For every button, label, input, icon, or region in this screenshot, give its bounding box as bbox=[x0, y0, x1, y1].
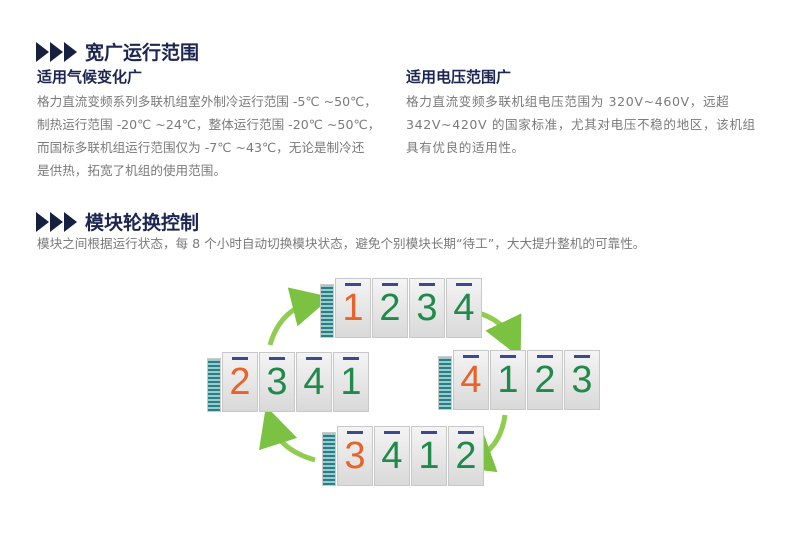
module-unit: 1 bbox=[333, 352, 369, 412]
module-unit: 3 bbox=[409, 278, 445, 338]
module-unit: 2 bbox=[448, 426, 484, 486]
text-line: 格力直流变频系列多联机组室外制冷运行范围 -5℃ ~50℃， bbox=[37, 94, 377, 109]
module-unit: 4 bbox=[453, 350, 489, 410]
module-group-top: 1 2 3 4 bbox=[320, 278, 483, 338]
text-line: 342V~420V 的国家标准，尤其对电压不稳的地区，该机组 bbox=[406, 117, 756, 132]
module-unit: 2 bbox=[222, 352, 258, 412]
module-unit: 3 bbox=[259, 352, 295, 412]
module-unit: 4 bbox=[296, 352, 332, 412]
text-line: 具有优良的适用性。 bbox=[406, 140, 525, 155]
text-line: 而国标多联机组运行范围仅为 -7℃ ~43℃，无论是制冷还 bbox=[37, 140, 365, 155]
module-unit: 4 bbox=[446, 278, 482, 338]
module-unit: 4 bbox=[374, 426, 410, 486]
module-group-right: 4 1 2 3 bbox=[438, 350, 601, 410]
arrow-icon bbox=[259, 405, 316, 463]
fan-grille bbox=[207, 358, 221, 412]
module-unit: 3 bbox=[337, 426, 373, 486]
climate-text: 格力直流变频系列多联机组室外制冷运行范围 -5℃ ~50℃， 制热运行范围 -2… bbox=[37, 90, 380, 182]
module-unit: 3 bbox=[564, 350, 600, 410]
climate-subtitle: 适用气候变化广 bbox=[37, 68, 143, 86]
arrow-icon bbox=[267, 287, 332, 346]
module-unit: 1 bbox=[490, 350, 526, 410]
chevrons-icon bbox=[36, 41, 77, 62]
section-heading-range: 宽广运行范围 bbox=[36, 38, 199, 65]
module-unit: 1 bbox=[411, 426, 447, 486]
rotation-text: 模块之间根据运行状态，每 8 个小时自动切换模块状态，避免个别模块长期“待工”，… bbox=[37, 236, 646, 251]
voltage-text: 格力直流变频多联机组电压范围为 320V~460V，远超 342V~420V 的… bbox=[406, 90, 756, 159]
fan-grille bbox=[438, 356, 452, 410]
module-unit: 2 bbox=[372, 278, 408, 338]
module-unit: 2 bbox=[527, 350, 563, 410]
chevrons-icon bbox=[36, 211, 77, 232]
voltage-subtitle: 适用电压范围广 bbox=[406, 68, 512, 86]
fan-grille bbox=[320, 284, 334, 338]
fan-grille bbox=[322, 432, 336, 486]
module-unit: 1 bbox=[335, 278, 371, 338]
module-group-left: 2 3 4 1 bbox=[207, 352, 370, 412]
text-line: 制热运行范围 -20℃ ~24℃，整体运行范围 -20℃ ~50℃， bbox=[37, 117, 381, 132]
module-group-bottom: 3 4 1 2 bbox=[322, 426, 485, 486]
section-heading-rotation: 模块轮换控制 bbox=[36, 208, 199, 235]
text-line: 格力直流变频多联机组电压范围为 320V~460V，远超 bbox=[406, 94, 730, 109]
text-line: 是供热，拓宽了机组的使用范围。 bbox=[37, 163, 226, 178]
